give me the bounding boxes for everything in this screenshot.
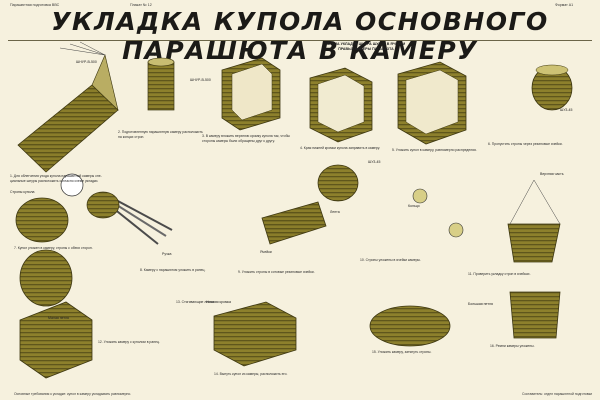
figure-pack-bottom-center [213, 301, 297, 367]
caption-3: 3. В камеру вложить верхнюю кромку купол… [202, 134, 290, 143]
footer-left-note: Основные требования к укладке: купол в к… [14, 391, 132, 396]
label-malaya: Малая петля [48, 316, 69, 320]
label-koltso: Кольцо [408, 204, 420, 208]
label-kamera: Камера [146, 52, 159, 56]
label-lenta: Лента [330, 210, 340, 214]
label-shnur-b: ШНУР-В-500 [190, 78, 211, 82]
label-ruchka: Ручка [162, 252, 172, 256]
caption-16: 16. Ремни камеры уложены. [490, 344, 535, 348]
figure-bundle-left [15, 173, 84, 243]
label-stropy: Стропы купола [10, 190, 35, 194]
figure-lock-detail [412, 188, 464, 238]
figure-chamber-3 [309, 67, 373, 143]
caption-5: 5. Уложить купол в камеру, равномерно ра… [392, 148, 477, 152]
label-verkh: Верхняя часть [540, 172, 564, 176]
caption-8: 8. Камеру с парашютом уложить в ранец. [140, 268, 206, 272]
header-right-meta: Формат А1 [555, 3, 574, 7]
caption-4: 4. Края нижней кромки купола заправить в… [300, 146, 381, 150]
caption-10: 10. Стропы уложены в ячейки камеры. [360, 258, 421, 262]
label-shu-2: ШУ3-45 [560, 108, 573, 112]
label-shnur-a: ШНУР-В-500 [76, 60, 97, 64]
figure-pack-bottom-mid [369, 305, 451, 347]
label-yacheyki: Ячейки [260, 250, 272, 254]
caption-2: 2. Подготовленную парашютную камеру расп… [118, 130, 203, 139]
label-bolshaya: Большая петля [468, 302, 493, 306]
figure-chamber-2 [221, 57, 281, 131]
label-kromka: Нижняя кромка [206, 300, 231, 304]
figure-chamber-1 [147, 57, 175, 111]
figure-pack-bottom-left [19, 301, 93, 379]
title-divider [8, 40, 592, 41]
scheme-heading: СХЕМА УКЛАДКИ ШНУРА ШУ3-45 В ЯЧЕЙКИ ПРАВ… [326, 42, 406, 51]
footer-right-note: Составитель: отдел парашютной подготовки [522, 391, 592, 396]
figure-stropy [86, 191, 173, 245]
figure-pack-bottom-right [509, 291, 561, 339]
caption-11: 11. Проверить укладку строп в ячейках. [468, 272, 531, 276]
header-left-meta: Парашютная подготовка ВВС [10, 3, 60, 7]
figure-bag-round [317, 164, 359, 202]
caption-9: 9. Уложить стропы в сотовые резиновые яч… [238, 270, 315, 274]
figure-bag-long [261, 201, 327, 245]
figure-chamber-5 [531, 64, 573, 111]
figure-hang-basket [507, 179, 561, 263]
label-shu-1: ШУ3-45 [368, 160, 381, 164]
caption-1: 1. Для облегчения ухода купола парашютно… [10, 174, 102, 183]
header-mid-meta: Плакат № 12 [130, 3, 152, 7]
figure-canopy-roll [17, 41, 119, 173]
caption-15: 15. Уложить камеру, затянуть стропы. [372, 350, 432, 354]
caption-14: 14. Вынуть купол из камеры, расположить … [214, 372, 288, 376]
figure-closed-bag-left [19, 249, 73, 307]
figure-chamber-4 [397, 61, 467, 145]
caption-7: 7. Купол уложен в камеру, стропы с обеих… [14, 246, 93, 250]
caption-13: 13. Стягивающие ленты. [176, 300, 215, 304]
caption-12: 12. Уложить камеру с куполом в ранец. [98, 340, 160, 344]
caption-6: 6. Пропустить стропы через резиновые яче… [488, 142, 563, 146]
